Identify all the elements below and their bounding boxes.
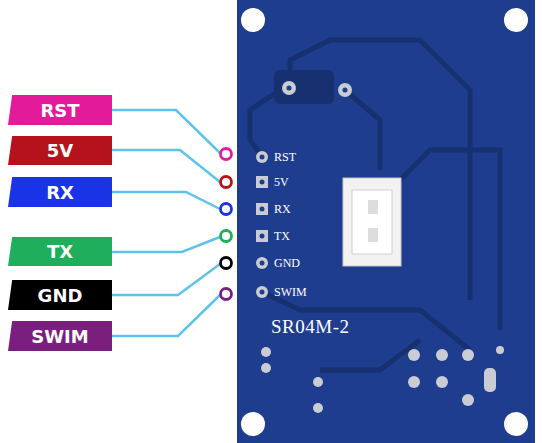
leader-lines — [112, 110, 220, 336]
pcb-board — [237, 0, 535, 443]
silkscreen-label: TX — [274, 230, 290, 242]
pcb-traces — [250, 40, 500, 370]
pin-name: SWIM — [31, 326, 88, 347]
silkscreen-label: GND — [274, 257, 300, 269]
pin-name: 5V — [47, 140, 73, 161]
model-name: SR04M-2 — [271, 317, 349, 336]
pin-tag: 5V — [8, 136, 112, 165]
transducer-pins — [274, 70, 352, 104]
pin-tag: SWIM — [8, 321, 112, 351]
jst-connector — [343, 178, 401, 266]
silkscreen-label: SWIM — [274, 286, 307, 298]
silkscreen-label: RX — [274, 203, 291, 215]
pin-name: RX — [46, 182, 74, 203]
pin-tag: GND — [8, 280, 112, 310]
pin-name: RST — [40, 100, 79, 121]
header-pads — [256, 151, 268, 298]
pin-tag: RX — [8, 177, 112, 207]
pin-tag: RST — [8, 95, 112, 125]
pin-name: GND — [38, 285, 83, 306]
mounting-holes — [241, 8, 528, 436]
pin-markers — [221, 149, 232, 300]
pin-name: TX — [47, 241, 73, 262]
silkscreen-label: RST — [274, 151, 296, 163]
pin-tag: TX — [8, 237, 112, 266]
bottom-pads — [261, 346, 504, 413]
silkscreen-label: 5V — [274, 176, 289, 188]
